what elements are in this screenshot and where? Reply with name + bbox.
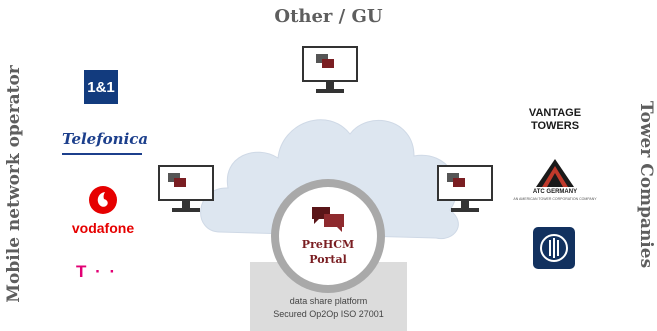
platform-line-1: data share platform (289, 296, 368, 306)
vantage-line-2: TOWERS (530, 120, 580, 132)
portal-circle[interactable] (279, 187, 377, 285)
vantage-line-1: VANTAGE (528, 107, 582, 119)
atc-triangle-icon (536, 159, 574, 187)
tower-signal-icon (540, 234, 568, 262)
vodafone-speechmark-icon (89, 186, 117, 214)
portal-title-line-1: PreHCM (301, 238, 355, 251)
platform-line-2: Secured Op2Op ISO 27001 (273, 309, 384, 319)
logo-telefonica: Telefonica (62, 130, 149, 148)
telefonica-underline (62, 153, 142, 155)
logo-vodafone: vodafone (71, 220, 135, 236)
logo-vantage-towers: VANTAGE TOWERS (522, 107, 588, 133)
platform-description: data share platform Secured Op2Op ISO 27… (250, 295, 407, 321)
logo-1und1: 1&1 (84, 70, 118, 104)
logo-telekom: T · · (76, 262, 118, 281)
chat-bubbles-icon (316, 54, 334, 68)
heading-mobile-network-operator: Mobile network operator (4, 65, 24, 303)
portal-title-line-2: Portal (309, 253, 347, 266)
logo-atc-subtitle: AN AMERICAN TOWER CORPORATION COMPANY (513, 197, 597, 201)
chat-bubbles-icon (168, 173, 186, 187)
heading-other-gu: Other / GU (274, 6, 383, 27)
logo-atc-germany: ATC GERMANY (532, 189, 578, 195)
monitor-icon (302, 46, 358, 93)
chat-bubbles-icon (447, 173, 465, 187)
portal-label: PreHCM Portal (279, 237, 377, 267)
monitor-icon (158, 165, 214, 212)
monitor-icon (437, 165, 493, 212)
chat-bubbles-icon (312, 207, 344, 232)
heading-tower-companies: Tower Companies (636, 100, 656, 269)
